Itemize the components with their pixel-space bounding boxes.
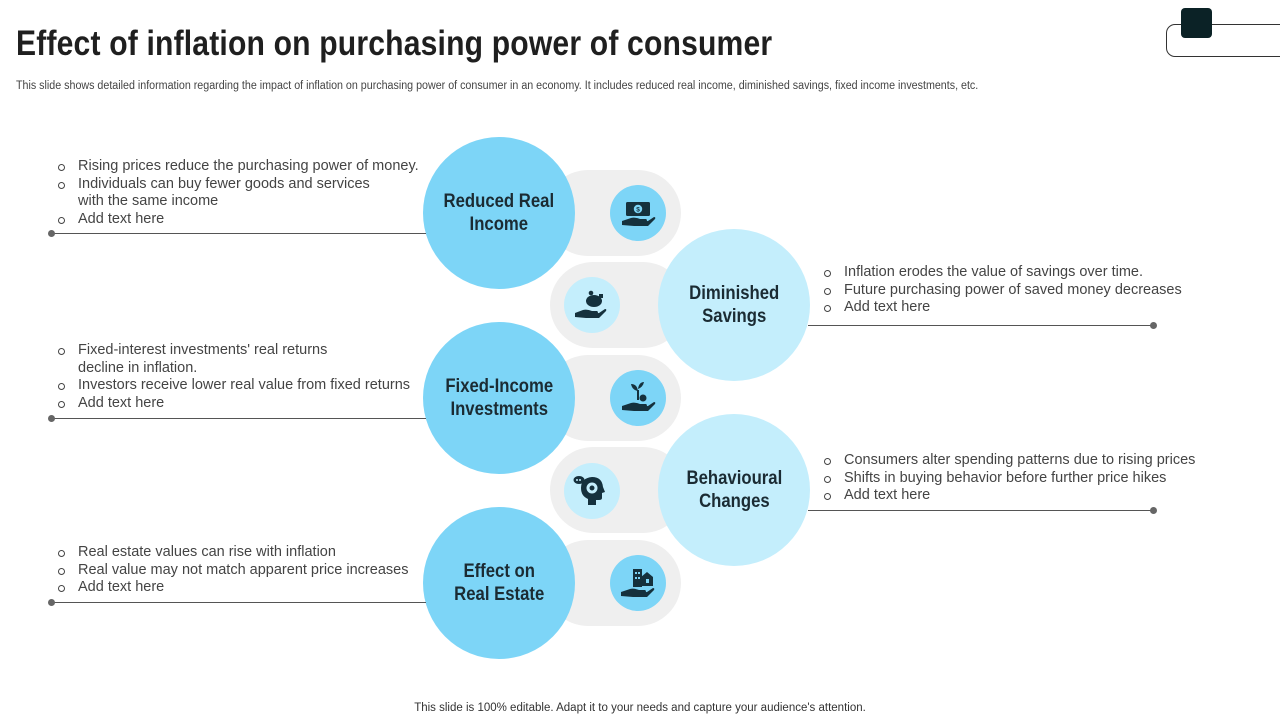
effect-on-real-estate-points: Real estate values can rise with inflati… <box>56 544 408 597</box>
bullet-point: Real value may not match apparent price … <box>56 562 408 580</box>
bullet-point: Shifts in buying behavior before further… <box>822 470 1195 488</box>
reduced-real-income-circle: Reduced Real Income <box>423 137 575 289</box>
head-gears-icon <box>564 463 620 519</box>
bullet-point: Future purchasing power of saved money d… <box>822 282 1182 300</box>
behavioural-changes-points: Consumers alter spending patterns due to… <box>822 452 1195 505</box>
effect-on-real-estate-label: Effect on Real Estate <box>453 561 545 605</box>
bullet-point: Real estate values can rise with inflati… <box>56 544 408 562</box>
bullet-point: Consumers alter spending patterns due to… <box>822 452 1195 470</box>
bullet-point: Add text here <box>822 487 1195 505</box>
slide-title: Effect of inflation on purchasing power … <box>16 24 773 63</box>
divider-line <box>808 325 1154 326</box>
line-end-dot <box>1150 322 1157 329</box>
bullet-point: Investors receive lower real value from … <box>56 377 410 395</box>
bullet-point: Inflation erodes the value of savings ov… <box>822 264 1182 282</box>
divider-line <box>51 418 426 419</box>
behavioural-changes-label: Behavioural Changes <box>686 468 782 512</box>
slide-footer-note: This slide is 100% editable. Adapt it to… <box>414 702 866 714</box>
bullet-point: Add text here <box>56 579 408 597</box>
bullet-point: Add text here <box>56 395 410 413</box>
divider-line <box>51 233 426 234</box>
behavioural-changes-circle: Behavioural Changes <box>658 414 810 566</box>
reduced-real-income-label: Reduced Real Income <box>443 191 555 235</box>
real-estate-hand-icon <box>610 555 666 611</box>
bullet-point: Add text here <box>56 211 419 229</box>
svg-text:$: $ <box>636 207 640 214</box>
diminished-savings-label: Diminished Savings <box>688 283 780 327</box>
investment-growth-hand-icon <box>610 370 666 426</box>
fixed-income-investments-points: Fixed-interest investments' real returns… <box>56 342 410 412</box>
piggy-bank-hand-icon <box>564 277 620 333</box>
slide-subtitle: This slide shows detailed information re… <box>16 80 979 92</box>
bullet-point: Rising prices reduce the purchasing powe… <box>56 158 419 176</box>
bullet-point: Individuals can buy fewer goods and serv… <box>56 176 419 211</box>
line-end-dot <box>48 599 55 606</box>
bullet-point: Add text here <box>822 299 1182 317</box>
diminished-savings-points: Inflation erodes the value of savings ov… <box>822 264 1182 317</box>
fixed-income-investments-circle: Fixed-Income Investments <box>423 322 575 474</box>
line-end-dot <box>1150 507 1157 514</box>
divider-line <box>808 510 1154 511</box>
money-hand-icon: $ <box>610 185 666 241</box>
divider-line <box>51 602 426 603</box>
logo-square <box>1181 8 1212 38</box>
line-end-dot <box>48 230 55 237</box>
fixed-income-investments-label: Fixed-Income Investments <box>445 376 553 420</box>
reduced-real-income-points: Rising prices reduce the purchasing powe… <box>56 158 419 228</box>
bullet-point: Fixed-interest investments' real returns… <box>56 342 410 377</box>
effect-on-real-estate-circle: Effect on Real Estate <box>423 507 575 659</box>
line-end-dot <box>48 415 55 422</box>
diminished-savings-circle: Diminished Savings <box>658 229 810 381</box>
